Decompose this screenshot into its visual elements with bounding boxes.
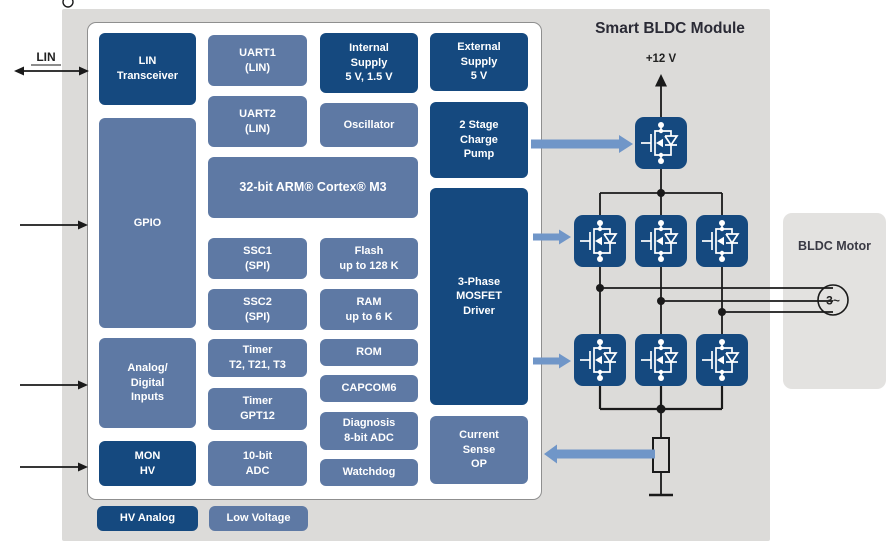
block-analog-digital-inputs: Analog/ Digital Inputs <box>99 338 196 428</box>
block-gpio: GPIO <box>99 118 196 328</box>
block-charge-pump: 2 Stage Charge Pump <box>430 102 528 178</box>
block-timer-gpt12: Timer GPT12 <box>208 388 307 430</box>
bldc-motor-label: BLDC Motor <box>798 239 871 253</box>
block-rom: ROM <box>320 339 418 366</box>
block-timer-t2: Timer T2, T21, T3 <box>208 339 307 377</box>
block-mon-hv: MON HV <box>99 441 196 486</box>
legend-low-voltage: Low Voltage <box>209 506 308 531</box>
supply-voltage-label: +12 V <box>645 53 677 65</box>
bldc-motor-box: BLDC Motor <box>783 213 886 389</box>
block-ram: RAM up to 6 K <box>320 289 418 330</box>
diagram-title: Smart BLDC Module <box>595 20 745 37</box>
cropped-logo-fragment <box>62 0 74 8</box>
block-diagnosis-adc: Diagnosis 8-bit ADC <box>320 412 418 450</box>
block-uart2: UART2 (LIN) <box>208 96 307 147</box>
block-external-supply: External Supply 5 V <box>430 33 528 91</box>
block-lin-transceiver: LIN Transceiver <box>99 33 196 105</box>
lin-bus-label: LIN <box>36 50 56 64</box>
block-3phase-mosfet-driver: 3-Phase MOSFET Driver <box>430 188 528 405</box>
block-watchdog: Watchdog <box>320 459 418 486</box>
block-capcom6: CAPCOM6 <box>320 375 418 402</box>
block-flash: Flash up to 128 K <box>320 238 418 279</box>
block-uart1: UART1 (LIN) <box>208 35 307 86</box>
block-oscillator: Oscillator <box>320 103 418 147</box>
block-internal-supply: Internal Supply 5 V, 1.5 V <box>320 33 418 93</box>
block-ssc1: SSC1 (SPI) <box>208 238 307 279</box>
legend-hv-analog: HV Analog <box>97 506 198 531</box>
block-current-sense-op: Current Sense OP <box>430 416 528 484</box>
block-arm-core: 32-bit ARM® Cortex® M3 <box>208 157 418 218</box>
block-ssc2: SSC2 (SPI) <box>208 289 307 330</box>
block-10bit-adc: 10-bit ADC <box>208 441 307 486</box>
